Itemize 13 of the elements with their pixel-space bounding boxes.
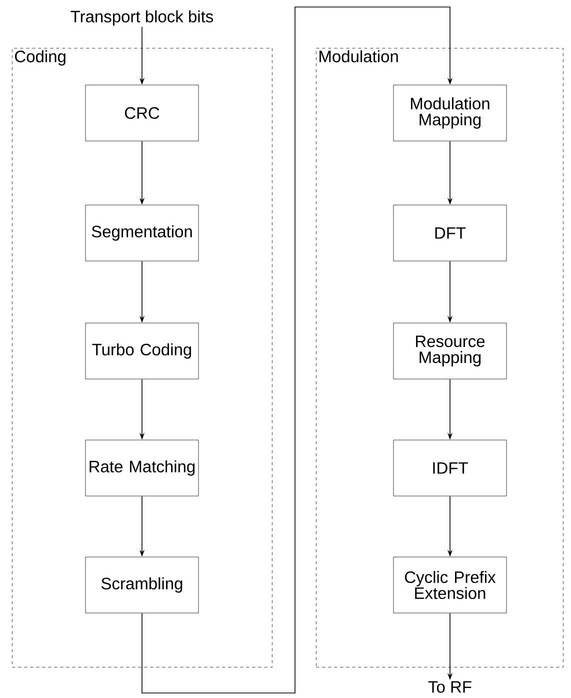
process-box: Segmentation (85, 204, 199, 262)
flow-label: Transport block bits (70, 10, 214, 26)
process-box: Cyclic Prefix Extension (393, 556, 507, 614)
flow-label: To RF (428, 681, 472, 693)
process-box: Modulation Mapping (393, 84, 507, 142)
process-box: DFT (393, 204, 507, 262)
process-box: Scrambling (85, 556, 199, 614)
process-box: Turbo Coding (85, 322, 199, 380)
process-box: Rate Matching (85, 440, 199, 496)
arrow (142, 6, 453, 694)
process-box: CRC (85, 84, 199, 142)
process-box: Resource Mapping (393, 322, 507, 380)
process-box: IDFT (393, 440, 507, 496)
